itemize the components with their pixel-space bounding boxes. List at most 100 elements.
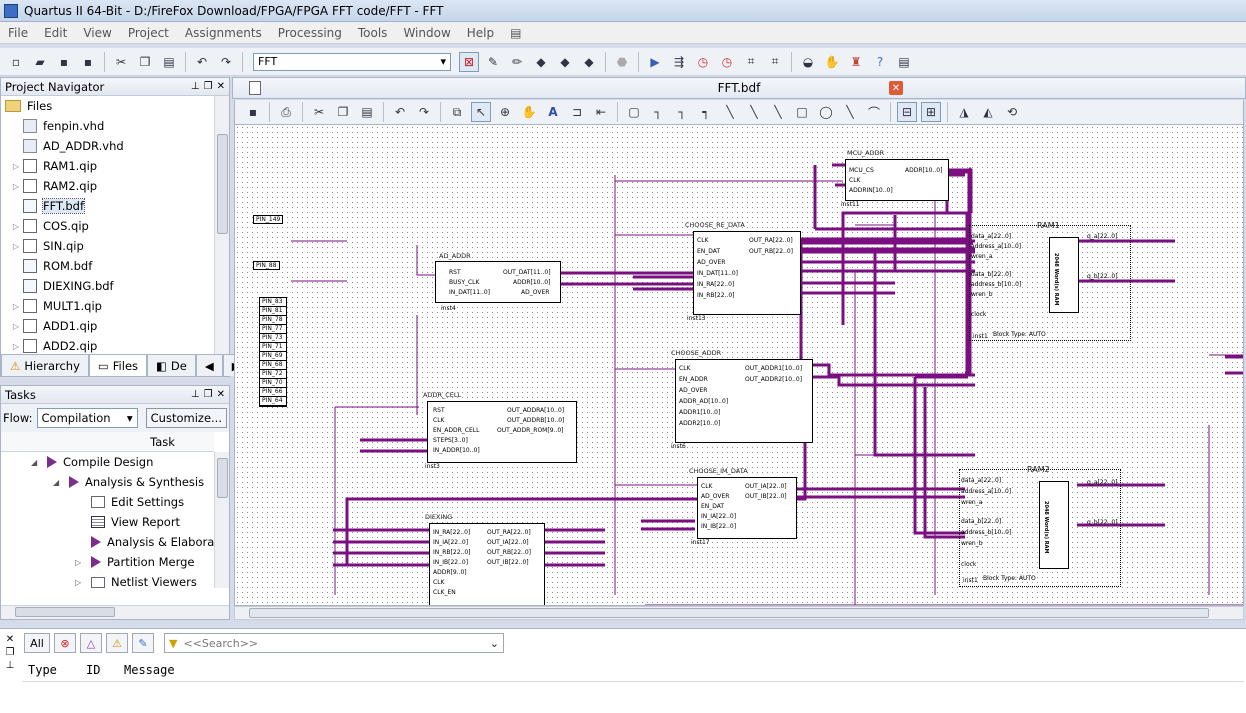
partial-line-select-icon[interactable]: ⊟ bbox=[897, 102, 917, 122]
expand-arrow-icon[interactable]: ▷ bbox=[75, 577, 82, 587]
pin-label[interactable]: PIN_64 bbox=[260, 397, 286, 406]
line-tool-icon[interactable]: ╲ bbox=[846, 105, 854, 119]
menu-view[interactable]: View bbox=[83, 25, 112, 40]
entity-select[interactable]: FFT▾ bbox=[253, 52, 451, 71]
file-item[interactable]: FFT.bdf bbox=[1, 196, 229, 216]
save-all-icon[interactable]: ▪ bbox=[83, 54, 93, 69]
expand-arrow-icon[interactable]: ◢ bbox=[31, 457, 38, 467]
file-item[interactable]: ▷COS.qip bbox=[1, 216, 229, 236]
expand-arrow-icon[interactable]: ◢ bbox=[53, 477, 60, 487]
pin-label[interactable]: PIN_83 bbox=[260, 298, 286, 307]
close-icon[interactable]: ✕ bbox=[5, 634, 15, 645]
save-icon[interactable]: ▪ bbox=[59, 54, 69, 69]
timing-icon[interactable]: ◷ bbox=[721, 54, 733, 69]
block-ram1[interactable] bbox=[969, 225, 1131, 341]
orthogonal-node-tool-icon[interactable]: ┐ bbox=[654, 105, 662, 119]
timequest-icon[interactable]: ◷ bbox=[697, 54, 709, 69]
file-item[interactable]: ▷RAM2.qip bbox=[1, 176, 229, 196]
close-icon[interactable]: ✕ bbox=[216, 81, 225, 92]
chip-planner-icon[interactable]: ⊠ bbox=[459, 51, 479, 72]
tasks-scrollbar[interactable] bbox=[214, 452, 229, 588]
compile-play-icon[interactable]: ▶ bbox=[650, 54, 660, 69]
expand-arrow-icon[interactable]: ▷ bbox=[12, 341, 20, 351]
menu-processing[interactable]: Processing bbox=[277, 25, 342, 40]
block-ad-addr[interactable] bbox=[435, 261, 561, 303]
task-item[interactable]: Edit Settings bbox=[1, 492, 229, 512]
undo-icon[interactable]: ↶ bbox=[394, 105, 406, 119]
arc-tool-icon[interactable]: ⌒ bbox=[867, 105, 880, 120]
warning-filter-icon[interactable]: ⚠ bbox=[106, 633, 128, 653]
file-item[interactable]: fenpin.vhd bbox=[1, 116, 229, 136]
file-item[interactable]: ▷SIN.qip bbox=[1, 236, 229, 256]
tabs-scroll-left[interactable]: ◀ bbox=[195, 354, 223, 376]
restore-icon[interactable]: ❐ bbox=[203, 81, 213, 92]
pin-tool-icon[interactable]: ⇤ bbox=[595, 105, 607, 119]
task-item[interactable]: ◢Analysis & Synthesis bbox=[1, 472, 229, 492]
expand-arrow-icon[interactable]: ▷ bbox=[12, 321, 20, 331]
diagonal-bus-tool-icon[interactable]: ╲ bbox=[750, 105, 758, 119]
pin-label[interactable]: PIN_78 bbox=[260, 316, 286, 325]
pin-label[interactable]: PIN_70 bbox=[260, 379, 286, 388]
navigator-scroll-thumb[interactable] bbox=[217, 134, 228, 234]
diagonal-node-tool-icon[interactable]: ╲ bbox=[726, 105, 734, 119]
rotate-icon[interactable]: ⟲ bbox=[1006, 105, 1018, 119]
expand-arrow-icon[interactable]: ▷ bbox=[12, 221, 20, 231]
file-item[interactable]: ▷ADD1.qip bbox=[1, 316, 229, 336]
zoom-tool-icon[interactable]: ⊕ bbox=[499, 105, 511, 119]
pin-label[interactable]: PIN_77 bbox=[260, 325, 286, 334]
canvas-hscroll-thumb[interactable] bbox=[249, 608, 1209, 618]
pin-label[interactable]: PIN_69 bbox=[260, 352, 286, 361]
signaltap-icon[interactable]: ✋ bbox=[824, 54, 840, 69]
files-root[interactable]: Files bbox=[1, 96, 229, 116]
menu-help[interactable]: Help bbox=[466, 25, 495, 40]
cut-icon[interactable]: ✂ bbox=[115, 54, 127, 69]
pin-label[interactable]: PIN_88 bbox=[253, 261, 280, 270]
tab-design-units[interactable]: ◧De bbox=[147, 354, 196, 376]
redo-icon[interactable]: ↷ bbox=[418, 105, 430, 119]
rectangle-tool-icon[interactable]: □ bbox=[796, 105, 808, 119]
technology-map-icon[interactable]: ⌗ bbox=[771, 54, 779, 68]
pin-icon[interactable]: ⊥ bbox=[5, 660, 15, 671]
chip-icon[interactable]: ♜ bbox=[850, 54, 862, 69]
save-icon[interactable]: ▪ bbox=[248, 105, 258, 119]
flip-vertical-icon[interactable]: ◭ bbox=[983, 105, 993, 119]
rtl-viewer-icon[interactable]: ⌗ bbox=[747, 54, 755, 68]
hand-tool-icon[interactable]: ✋ bbox=[521, 105, 537, 119]
tab-hierarchy[interactable]: ⚠Hierarchy bbox=[1, 354, 89, 376]
symbol-tool-icon[interactable]: ⊐ bbox=[571, 105, 583, 119]
task-item[interactable]: ▷Netlist Viewers bbox=[1, 572, 229, 588]
close-icon[interactable]: ✕ bbox=[216, 389, 225, 400]
tasks-hscroll-thumb[interactable] bbox=[15, 607, 115, 617]
block-choose-addr[interactable] bbox=[675, 359, 813, 443]
new-file-icon[interactable]: ▫ bbox=[11, 54, 21, 69]
copy-icon[interactable]: ❐ bbox=[139, 54, 151, 69]
tab-files[interactable]: ▭Files bbox=[88, 354, 148, 376]
undo-icon[interactable]: ↶ bbox=[196, 54, 208, 69]
orthogonal-conduit-tool-icon[interactable]: ┑ bbox=[702, 105, 710, 119]
diagonal-conduit-tool-icon[interactable]: ╲ bbox=[774, 105, 782, 119]
pin-planner-icon[interactable]: ✏ bbox=[511, 54, 523, 69]
expand-arrow-icon[interactable]: ▷ bbox=[12, 181, 20, 191]
search-field[interactable]: ▼ <<Search>> ⌄ bbox=[164, 633, 504, 653]
block-ram2[interactable] bbox=[959, 469, 1121, 587]
pin-label[interactable]: PIN_72 bbox=[260, 370, 286, 379]
menu-tools[interactable]: Tools bbox=[357, 25, 388, 40]
error-filter-icon[interactable]: ⊗ bbox=[54, 633, 76, 653]
task-item[interactable]: ◢Compile Design bbox=[1, 452, 229, 472]
pin-label[interactable]: PIN_68 bbox=[260, 361, 286, 370]
canvas-hscrollbar[interactable] bbox=[234, 606, 1244, 620]
pin-label[interactable]: PIN_149 bbox=[253, 215, 284, 224]
text-tool-icon[interactable]: A bbox=[548, 105, 558, 119]
pin-icon[interactable]: ⊥ bbox=[190, 389, 200, 400]
block-diexing[interactable] bbox=[429, 523, 545, 605]
expand-arrow-icon[interactable]: ▷ bbox=[12, 241, 20, 251]
menu-assignments[interactable]: Assignments bbox=[184, 25, 262, 40]
open-folder-icon[interactable]: ▰ bbox=[35, 54, 45, 69]
pin-label[interactable]: PIN_66 bbox=[260, 388, 286, 397]
print-icon[interactable]: ⎙ bbox=[281, 104, 291, 119]
menu-project[interactable]: Project bbox=[127, 25, 169, 40]
chat-icon[interactable]: ▤ bbox=[898, 54, 910, 69]
paste-icon[interactable]: ▤ bbox=[361, 105, 373, 119]
flow-select[interactable]: Compilation▾ bbox=[36, 408, 138, 428]
